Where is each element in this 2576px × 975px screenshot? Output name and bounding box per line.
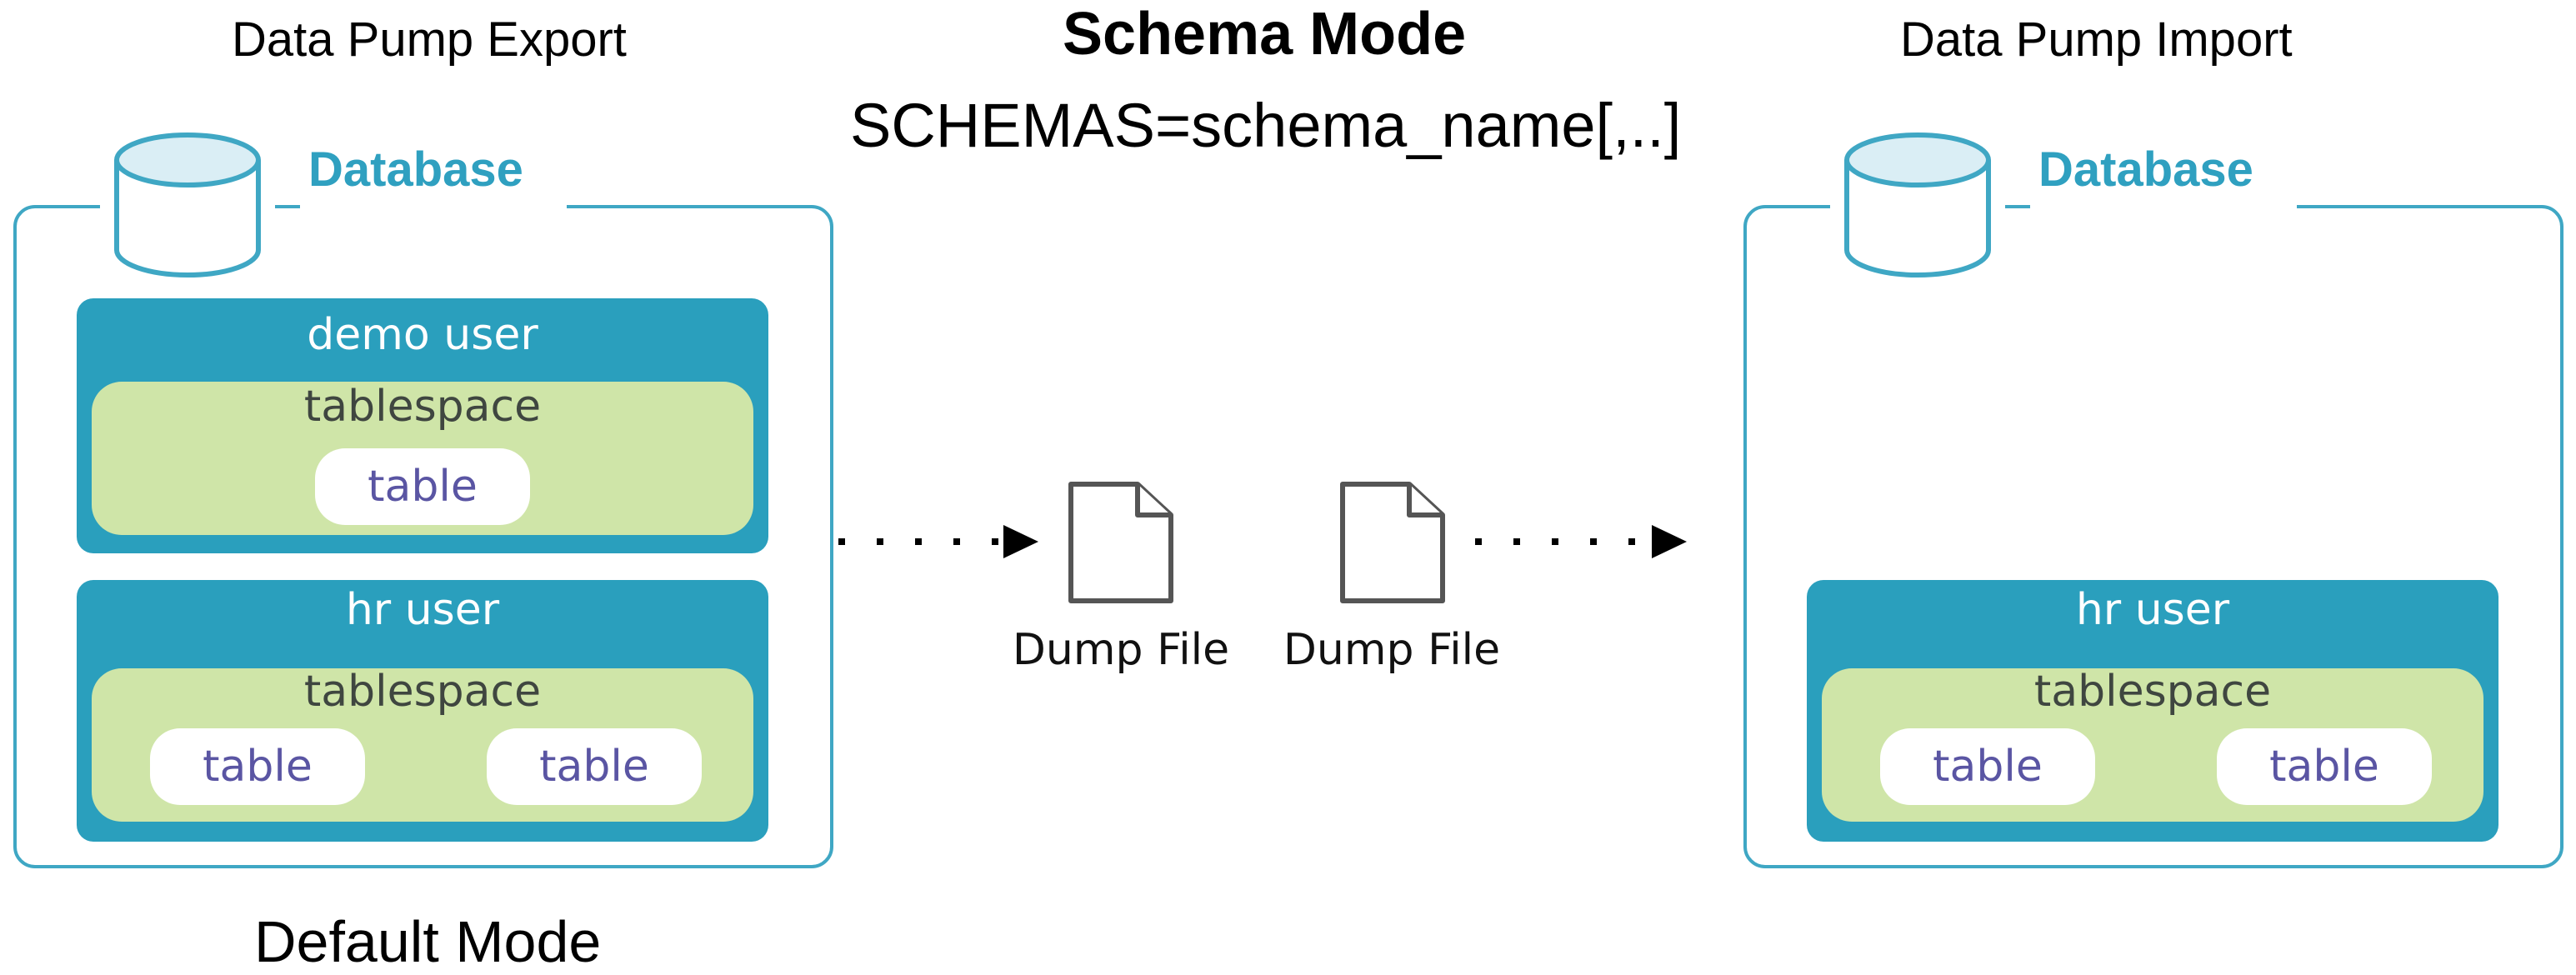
- table-item: table: [315, 448, 530, 525]
- document-icon: [1340, 482, 1445, 603]
- import-user-hr: hr user tablespace table table: [1807, 580, 2498, 842]
- dotted-arrow-icon: [1475, 525, 1687, 558]
- document-icon: [1068, 482, 1173, 603]
- tablespace-box: tablespace table: [92, 382, 753, 535]
- tablespace-label: tablespace: [303, 667, 542, 717]
- export-user-demo: demo user tablespace table: [77, 298, 768, 553]
- label-mask: [300, 125, 567, 217]
- export-footer: Default Mode: [254, 909, 602, 974]
- user-label: hr user: [2075, 585, 2230, 635]
- tablespace-box: tablespace table table: [1822, 667, 2483, 822]
- dotted-arrow-icon: [838, 525, 1038, 558]
- database-cylinder-icon: [1830, 125, 2005, 283]
- table-item: table: [487, 728, 702, 805]
- dump-file-label: Dump File: [1012, 625, 1230, 675]
- table-item: table: [1880, 728, 2095, 805]
- database-cylinder-icon: [100, 125, 275, 283]
- tablespace-label: tablespace: [2033, 667, 2272, 717]
- label-mask: [2030, 125, 2297, 217]
- user-label: demo user: [307, 310, 538, 360]
- user-label: hr user: [345, 585, 500, 635]
- import-heading: Data Pump Import: [1900, 12, 2293, 67]
- tablespace-box: tablespace table table: [92, 667, 753, 822]
- table-item: table: [150, 728, 365, 805]
- export-database-label: Database: [308, 142, 523, 197]
- export-user-hr: hr user tablespace table table: [77, 580, 768, 842]
- schemas-parameter: SCHEMAS=schema_name[,..]: [850, 91, 1682, 160]
- export-heading: Data Pump Export: [232, 12, 627, 67]
- tablespace-label: tablespace: [303, 382, 542, 432]
- table-item: table: [2217, 728, 2432, 805]
- dump-file-label: Dump File: [1283, 625, 1501, 675]
- import-database-label: Database: [2038, 142, 2253, 197]
- diagram-title: Schema Mode: [1063, 1, 1467, 68]
